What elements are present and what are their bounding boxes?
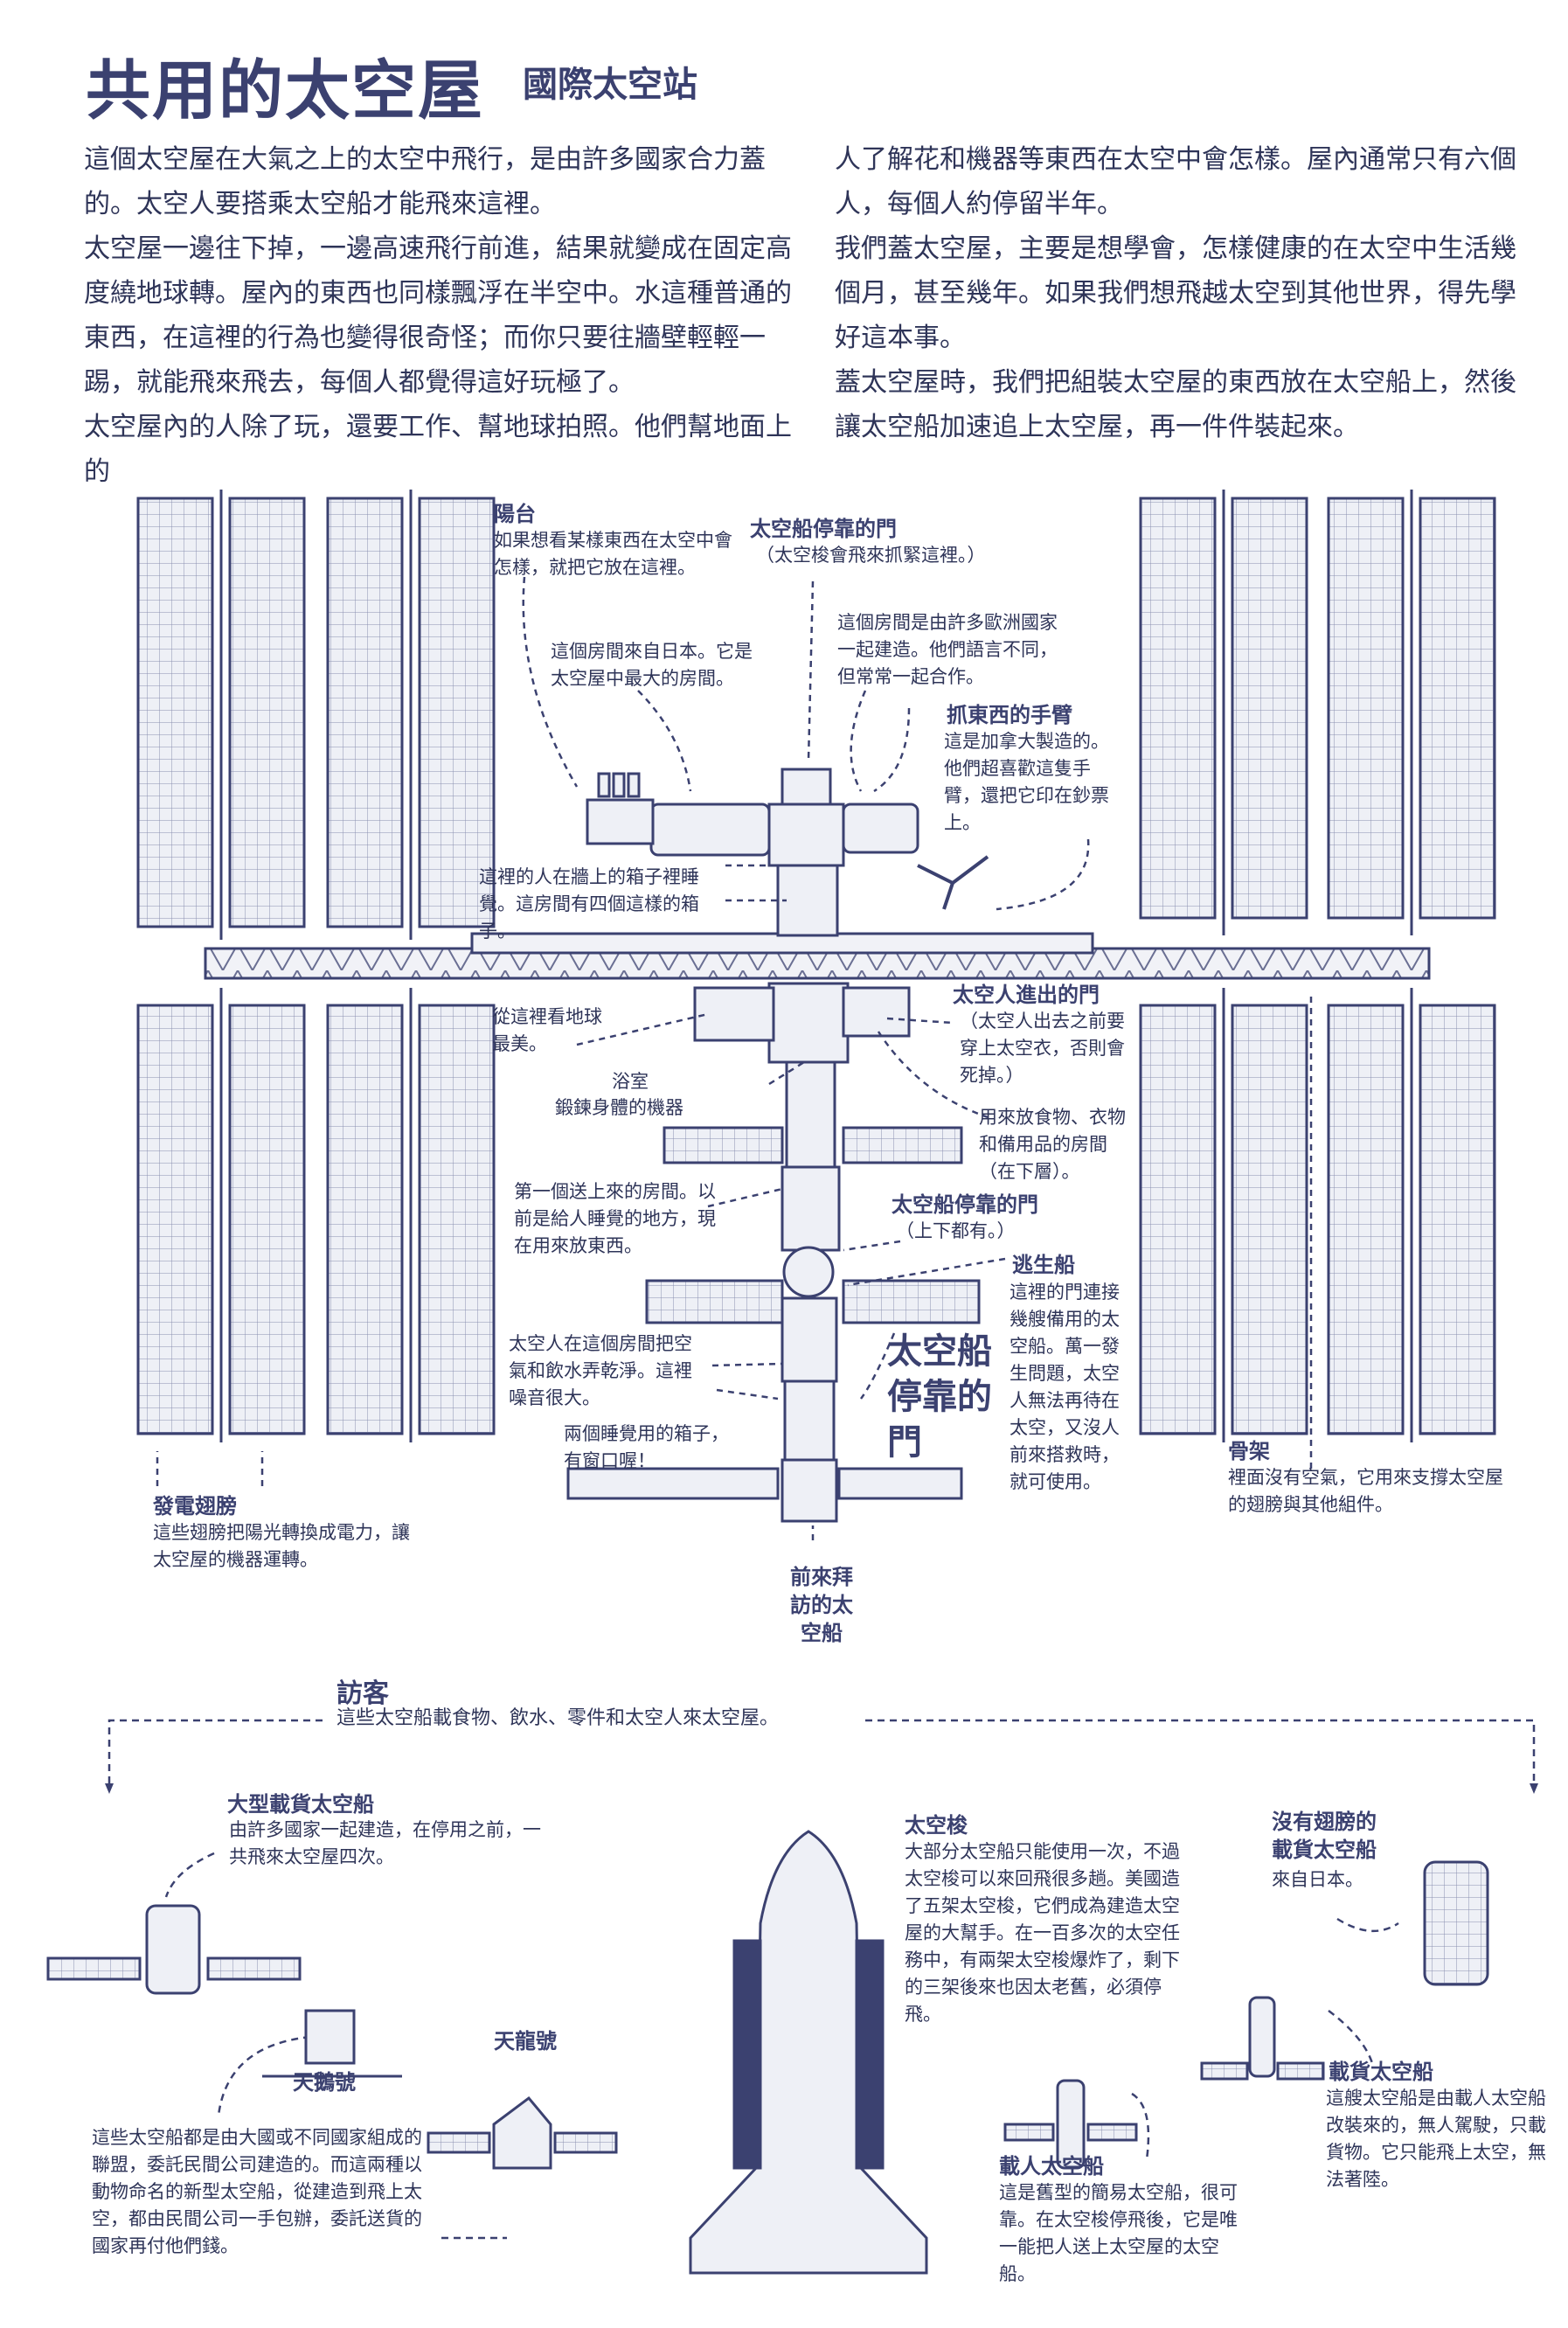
- intro-right-column: 人了解花和機器等東西在太空中會怎樣。屋內通常只有六個人，每個人約停留半年。 我們…: [835, 137, 1534, 449]
- visitors-bracket: [108, 1719, 1536, 2240]
- soyuz-note: 這是舊型的簡易太空船，很可靠。在太空梭停飛後，它是唯一能把人送上太空屋的太空船。: [999, 2182, 1238, 2284]
- intro-paragraph: 太空屋一邊往下掉，一邊高速飛行前進，結果就變成在固定高度繞地球轉。屋內的東西也同…: [84, 233, 792, 398]
- solar-wing-upper-left-2: [326, 490, 496, 940]
- solar-wing-lower-right-1: [1139, 988, 1308, 1442]
- intro-paragraph: 人了解花和機器等東西在太空中會怎樣。屋內通常只有六個人，每個人約停留半年。: [835, 144, 1516, 219]
- escape-note: 這裡的門連接幾艘備用的太空船。萬一發生問題，太空人無法再待在太空，又沒人前來搭救…: [1009, 1282, 1120, 1492]
- air-water-note: 太空人在這個房間把空氣和飲水弄乾淨。這裡噪音很大。: [509, 1333, 692, 1408]
- htv-craft: [1423, 1860, 1489, 1986]
- airlock-note: （太空人出去之前要穿上太空衣，否則會死掉。）: [960, 1011, 1125, 1086]
- core-modules: [566, 768, 963, 1523]
- truss: [204, 932, 1431, 980]
- mid-solar-arrays: [645, 1126, 981, 1324]
- intro-paragraph: 太空屋內的人除了玩，還要工作、幫地球拍照。他們幫地面上的: [84, 412, 792, 487]
- sleep-boxes-note: 這裡的人在牆上的箱子裡睡覺。這房間有四個這樣的箱子。: [479, 866, 699, 942]
- japan-room-note: 這個房間來自日本。它是太空屋中最大的房間。: [551, 641, 753, 689]
- dock-top-note: （太空梭會飛來抓緊這裡。）: [756, 545, 986, 566]
- truss-note: 裡面沒有空氣，它用來支撐太空屋的翅膀與其他組件。: [1228, 1467, 1503, 1515]
- visitors-heading: 訪客: [336, 1678, 389, 1709]
- shuttle-note: 大部分太空船只能使用一次，不過太空梭可以來回飛很多趟。美國造了五架太空梭，它們成…: [905, 1841, 1180, 2025]
- solar-wing-upper-left-1: [136, 490, 306, 940]
- dock-top-label: 太空船停靠的門: [750, 517, 897, 541]
- shuttle-label: 太空梭: [905, 1813, 968, 1838]
- progress-craft: [1200, 1996, 1325, 2081]
- balcony-label: 陽台: [494, 502, 536, 526]
- atv-note: 由許多國家一起建造，在停用之前，一共飛來太空屋四次。: [229, 1819, 541, 1867]
- cygnus-craft: [262, 2009, 402, 2078]
- page-title: 共用的太空屋: [86, 53, 484, 129]
- first-room-note: 第一個送上來的房間。以前是給人睡覺的地方，現在用來放東西。: [514, 1181, 716, 1256]
- atv-craft: [46, 1904, 302, 1995]
- europe-module: [842, 803, 919, 854]
- gym-note: 鍛鍊身體的機器: [555, 1097, 683, 1118]
- truss-label: 骨架: [1228, 1439, 1270, 1463]
- bathroom-note: 浴室: [612, 1071, 649, 1092]
- escape-label: 逃生船: [1012, 1253, 1075, 1277]
- dragon-label: 天龍號: [494, 2029, 557, 2054]
- htv-label: 沒有翅膀的載貨太空船: [1272, 1810, 1377, 1862]
- sleep-window-note: 兩個睡覺用的箱子，有窗口喔！: [564, 1423, 729, 1471]
- intro-paragraph: 我們蓋太空屋，主要是想學會，怎樣健康的在太空中生活幾個月，甚至幾年。如果我們想飛…: [835, 233, 1516, 353]
- page-subtitle: 國際太空站: [523, 65, 697, 105]
- soyuz-label: 載人太空船: [999, 2154, 1104, 2179]
- atv-label: 大型載貨太空船: [227, 1792, 374, 1817]
- europe-room-note: 這個房間是由許多歐洲國家一起建造。他們語言不同，但常常一起合作。: [837, 612, 1058, 687]
- japan-module: [586, 772, 771, 857]
- intro-paragraph: 這個太空屋在大氣之上的太空中飛行，是由許多國家合力蓋的。太空人要搭乘太空船才能飛…: [84, 144, 766, 219]
- leader-lines: [156, 576, 1313, 1540]
- intro-left-column: 這個太空屋在大氣之上的太空中飛行，是由許多國家合力蓋的。太空人要搭乘太空船才能飛…: [84, 137, 796, 494]
- solar-wing-lower-left-2: [326, 988, 496, 1442]
- robot-arm-note: 這是加拿大製造的。他們超喜歡這隻手臂，還把它印在鈔票上。: [944, 731, 1109, 833]
- solar-wing-upper-right-1: [1139, 490, 1308, 935]
- shuttle-craft: [689, 1830, 928, 2275]
- dock-big-label: 太空船停靠的門: [887, 1331, 992, 1463]
- dock-mid-note: （上下都有。）: [896, 1220, 1016, 1241]
- htv-note: 來自日本。: [1272, 1869, 1363, 1890]
- solar-wing-lower-right-2: [1327, 988, 1496, 1442]
- solar-wing-note: 這些翅膀把陽光轉換成電力，讓太空屋的機器運轉。: [153, 1522, 410, 1570]
- intro-paragraph: 蓋太空屋時，我們把組裝太空屋的東西放在太空船上，然後讓太空船加速追上太空屋，再一…: [835, 367, 1516, 442]
- balcony-note: 如果想看某樣東西在太空中會怎樣，就把它放在這裡。: [494, 530, 732, 578]
- visiting-craft-label: 前來拜訪的太空船: [790, 1565, 853, 1645]
- solar-wing-label: 發電翅膀: [153, 1494, 237, 1518]
- robot-arm-label: 抓東西的手臂: [947, 703, 1072, 727]
- progress-label: 載貨太空船: [1329, 2060, 1433, 2084]
- arrow-heads: [105, 1783, 1538, 1794]
- soyuz-craft: [1003, 2079, 1138, 2170]
- robot-arm: [917, 855, 989, 910]
- cygnus-label: 天鵝號: [293, 2070, 356, 2095]
- dock-mid-label: 太空船停靠的門: [892, 1192, 1038, 1217]
- commercial-note: 這些太空船都是由大國或不同國家組成的聯盟，委託民間公司建造的。而這兩種以動物命名…: [92, 2127, 422, 2256]
- solar-wing-lower-left-1: [136, 988, 306, 1442]
- earth-view-note: 從這裡看地球最美。: [492, 1006, 602, 1054]
- progress-note: 這艘太空船是由載人太空船改裝來的，無人駕駛，只載貨物。它只能飛上太空，無法著陸。: [1326, 2088, 1546, 2190]
- storage-note: 用來放食物、衣物和備用品的房間（在下層）。: [979, 1107, 1126, 1182]
- visitors-note: 這些太空船載食物、飲水、零件和太空人來太空屋。: [336, 1707, 780, 1729]
- dragon-craft: [427, 2095, 618, 2170]
- airlock-label: 太空人進出的門: [953, 983, 1100, 1007]
- solar-wing-upper-right-2: [1327, 490, 1496, 935]
